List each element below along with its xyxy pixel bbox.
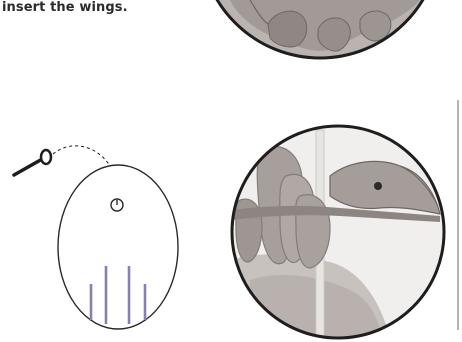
ring-icon [41, 150, 51, 164]
disk-diagram [14, 146, 178, 329]
bottom-photo-circle [232, 126, 444, 340]
top-photo-circle [190, 0, 450, 60]
rod-stick [14, 158, 44, 175]
egg-outline [58, 165, 178, 329]
dashed-connector [53, 146, 110, 166]
